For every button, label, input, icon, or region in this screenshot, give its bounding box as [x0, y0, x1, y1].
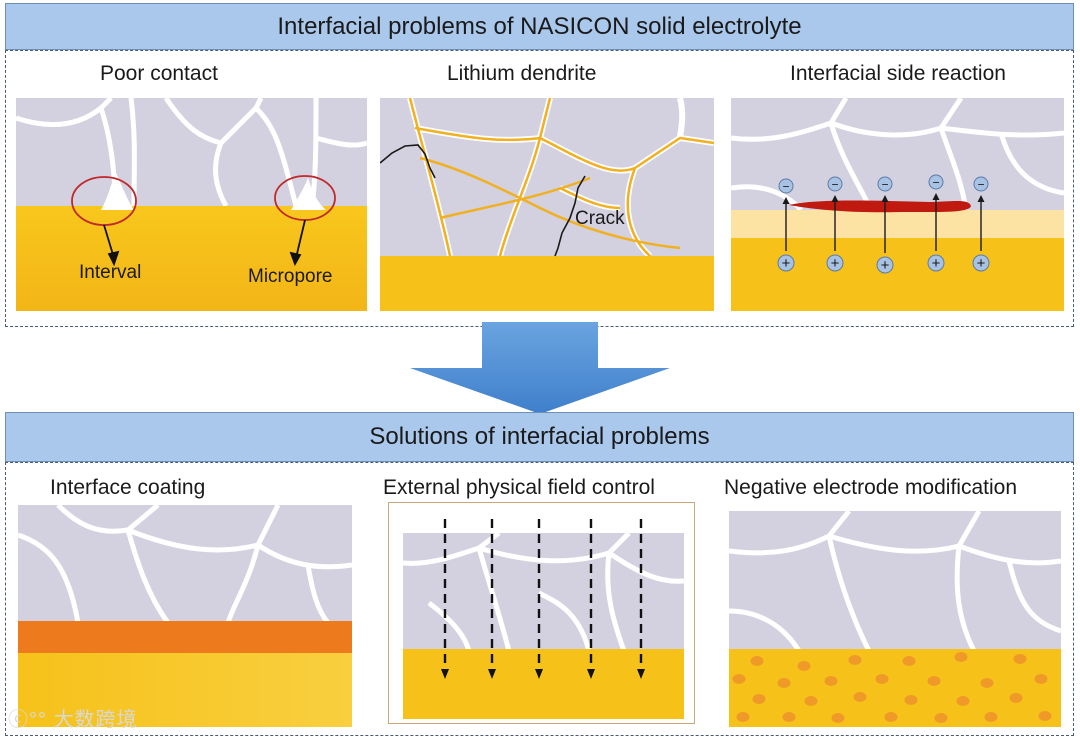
modifier-particle — [782, 712, 796, 722]
plus-sign: + — [831, 255, 840, 272]
dendrite-network — [408, 98, 714, 257]
crack-lines — [380, 144, 586, 257]
minus-sign: − — [932, 176, 939, 190]
modifier-particle — [824, 676, 838, 686]
micropore-label: Micropore — [248, 266, 333, 287]
modifier-particle — [797, 661, 811, 671]
anion-icon — [928, 174, 944, 190]
cation-icon — [826, 254, 844, 272]
side-reaction-title: Interfacial side reaction — [790, 62, 1006, 85]
modifier-particle — [752, 694, 766, 704]
side-reaction-panel: − + − + − + − + − + — [731, 98, 1064, 311]
plus-sign: + — [881, 257, 890, 274]
poor-contact-title: Poor contact — [100, 62, 218, 85]
minus-sign: − — [831, 178, 838, 192]
watermark-text: 大数跨境 — [53, 709, 138, 731]
modifier-particle — [927, 676, 941, 686]
modifier-particle — [875, 674, 889, 684]
electrolyte-grains — [729, 511, 1061, 651]
external-field-panel — [388, 502, 695, 724]
modifier-particle — [984, 712, 998, 722]
coating-layer — [18, 621, 352, 653]
negative-electrode-title: Negative electrode modification — [724, 476, 1017, 499]
reaction-interphase — [731, 210, 1064, 238]
interval-gap — [101, 173, 134, 210]
modifier-particle — [804, 696, 818, 706]
modifier-particle — [954, 652, 968, 662]
field-arrowhead — [637, 669, 645, 679]
minus-sign: − — [782, 180, 789, 194]
crack-label: Crack — [575, 208, 625, 229]
interface-coating-panel — [18, 505, 352, 727]
plus-sign: + — [932, 255, 941, 272]
cation-icon — [927, 254, 945, 272]
micropore-gap — [291, 178, 326, 210]
anion-icon — [877, 176, 893, 192]
poor-contact-panel: Interval Micropore — [16, 98, 367, 311]
modifier-particle — [934, 713, 948, 723]
interface-coating-title: Interface coating — [50, 476, 206, 499]
minus-sign: − — [977, 178, 984, 192]
field-arrowhead — [587, 669, 595, 679]
plus-sign: + — [977, 255, 986, 272]
solutions-frame — [5, 462, 1074, 736]
modifier-particle — [777, 678, 791, 688]
plus-sign: + — [782, 255, 791, 272]
lithium-metal — [403, 649, 684, 719]
modifier-particle — [831, 713, 845, 723]
negative-electrode-panel — [729, 511, 1061, 727]
modifier-particle — [1013, 654, 1027, 664]
anion-icon — [827, 176, 843, 192]
field-arrowhead — [441, 669, 449, 679]
minus-sign: − — [881, 178, 888, 192]
ion-arrowhead — [932, 193, 940, 200]
lithium-metal — [731, 238, 1064, 311]
electrolyte-grains — [403, 533, 684, 651]
field-arrowhead — [488, 669, 496, 679]
ion-arrowhead — [881, 195, 889, 202]
electrolyte-grains — [380, 98, 714, 258]
ion-arrowhead — [782, 197, 790, 204]
external-field-title: External physical field control — [383, 476, 655, 499]
watermark: ⓒ°° 大数跨境 — [8, 703, 138, 732]
modifier-particle — [980, 678, 994, 688]
anion-icon — [973, 176, 989, 192]
solutions-banner: Solutions of interfacial problems — [5, 412, 1074, 462]
cation-icon — [876, 256, 894, 274]
lithium-metal — [18, 653, 352, 727]
ion-arrowhead — [831, 195, 839, 202]
modifier-particle — [736, 712, 750, 722]
modifier-particle — [956, 696, 970, 706]
lithium-metal — [16, 206, 367, 311]
modifier-particle — [848, 655, 862, 665]
modifier-particle — [884, 712, 898, 722]
modifier-particle — [732, 674, 746, 684]
modifier-particle — [1038, 711, 1052, 721]
modifier-particle — [1009, 693, 1023, 703]
lithium-metal — [380, 256, 714, 311]
modifier-particle — [1034, 674, 1048, 684]
modifier-particle — [750, 656, 764, 666]
watermark-logo-icon: ⓒ°° — [8, 709, 47, 731]
interval-label: Interval — [79, 262, 142, 283]
modifier-particle — [902, 656, 916, 666]
lithium-dendrite-panel: Crack — [380, 98, 714, 311]
modifier-particle — [853, 692, 867, 702]
anion-icon — [778, 178, 794, 194]
modifier-particle — [904, 695, 918, 705]
field-arrowhead — [535, 669, 543, 679]
problems-banner: Interfacial problems of NASICON solid el… — [5, 3, 1074, 50]
cation-icon — [972, 254, 990, 272]
cation-icon — [777, 254, 795, 272]
lithium-dendrite-title: Lithium dendrite — [447, 62, 597, 85]
down-arrow — [410, 322, 670, 414]
ion-arrowhead — [977, 195, 985, 202]
